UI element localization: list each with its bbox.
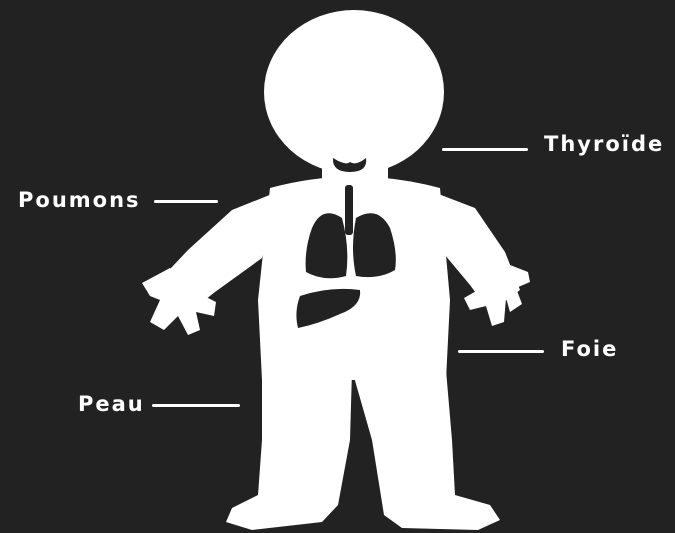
liver-leader-line <box>458 350 544 353</box>
trachea <box>345 185 353 235</box>
thyroid-leader-line <box>442 148 528 151</box>
label-skin: Peau <box>78 394 145 415</box>
right-leg <box>352 370 500 530</box>
label-liver: Foie <box>561 339 618 360</box>
left-leg <box>226 370 352 530</box>
skin-leader-line <box>152 404 240 407</box>
lungs-leader-line <box>154 200 218 203</box>
label-thyroid: Thyroïde <box>544 134 664 155</box>
torso <box>258 177 450 381</box>
head <box>264 10 444 174</box>
label-lungs: Poumons <box>18 190 141 211</box>
